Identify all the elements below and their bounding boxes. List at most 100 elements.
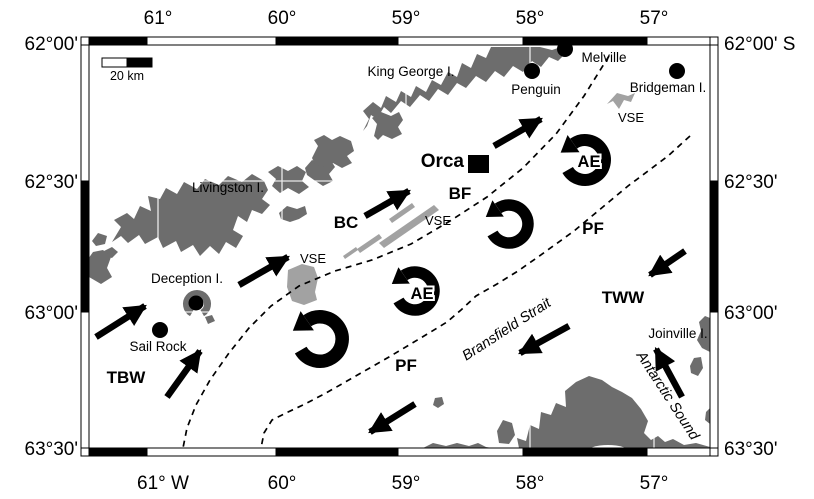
deception-dot [188, 295, 204, 311]
bf-label: BF [449, 184, 472, 203]
bridgeman-dot [669, 63, 685, 79]
pf-label-1: PF [582, 219, 604, 238]
frame-bottom-seg3 [275, 447, 399, 457]
axis-bottom-58: 58° [516, 473, 545, 494]
pf-label-2: PF [395, 356, 417, 375]
vse-label-bridgeman: VSE [618, 110, 644, 125]
scale-bar-black [126, 57, 153, 68]
tww-label: TWW [602, 288, 645, 307]
frame-left-seg2 [80, 180, 90, 313]
vse-patch-deception [287, 264, 318, 305]
axis-left-6330: 63°30' [25, 439, 79, 460]
frame-top-seg6 [646, 36, 711, 46]
deception-island-ring [183, 290, 211, 317]
axis-left-6230: 62°30' [25, 172, 79, 193]
bc-label: BC [334, 213, 359, 232]
current-arrows [94, 116, 687, 435]
graticule [89, 45, 710, 448]
scale-bar-white [101, 57, 128, 68]
joinville-island [697, 316, 710, 352]
islet-edge-lower [705, 408, 710, 424]
deception-ne-arrow [237, 254, 290, 288]
peninsula-shore-strip [423, 443, 492, 448]
frame-bottom-seg1 [88, 447, 148, 457]
point-markers [152, 41, 685, 338]
islet-peninsula-tip [497, 420, 515, 444]
livingston-label: Livingston I. [192, 180, 264, 195]
melville-dot [557, 41, 573, 57]
orca-ne-arrow [492, 116, 543, 149]
melville-label: Melville [581, 50, 626, 65]
islet-chain-3 [279, 206, 307, 222]
axis-bottom-59: 59° [392, 473, 421, 494]
antarctic-sound-arrow [653, 347, 685, 399]
peninsula-front-line [260, 135, 691, 449]
orca-label: Orca [421, 151, 465, 172]
axis-top-57: 57° [640, 8, 669, 29]
fronts [182, 55, 691, 449]
livingston-island [112, 174, 270, 256]
deception-island-tail [205, 315, 215, 324]
islet-small-mid [433, 397, 444, 408]
frame-right-seg1 [709, 44, 719, 182]
axis-top-60: 60° [268, 8, 297, 29]
frame-inner-outline [88, 44, 711, 449]
frame-top-seg1 [88, 36, 148, 46]
snow-island [84, 250, 112, 284]
frame-bottom-seg6 [646, 447, 711, 457]
penguin-label: Penguin [511, 82, 561, 97]
king-george-label: King George I. [367, 64, 454, 79]
axis-top-59: 59° [392, 8, 421, 29]
frame-bottom-seg4 [397, 447, 524, 457]
deception-label: Deception I. [151, 271, 223, 286]
vse-streak-4 [343, 247, 358, 259]
tww-arrow [648, 248, 687, 278]
ae-label-2: AE [411, 285, 434, 303]
islands [84, 47, 710, 459]
frame-bottom-seg5 [522, 447, 648, 457]
scale-bar: 20 km [101, 57, 153, 83]
sail-rock-label: Sail Rock [129, 339, 186, 354]
frame-top-seg4 [397, 36, 524, 46]
frame-top-seg2 [146, 36, 277, 46]
frame-top-seg3 [275, 36, 399, 46]
axis-labels: 61° 60° 59° 58° 57° 61° W 60° 59° 58° 57… [25, 8, 796, 494]
frame-bottom-seg2 [146, 447, 277, 457]
tbw-south-arrow [164, 349, 203, 399]
islet-joinville-south [690, 357, 703, 376]
bransfield-front-line [182, 55, 610, 449]
south-sw-arrow [368, 401, 417, 435]
tbw-label: TBW [107, 368, 147, 387]
antarctic-peninsula [517, 376, 710, 448]
axis-bottom-60: 60° [268, 473, 297, 494]
frame-corner-bl [80, 447, 90, 457]
islet-west-1 [92, 233, 107, 246]
vse-streak-3 [357, 234, 382, 253]
axis-left-6300: 63°00' [25, 303, 79, 324]
sail-rock-dot [152, 322, 168, 338]
axis-bottom-61w: 61° W [137, 473, 189, 494]
axis-right-6330: 63°30' [724, 439, 778, 460]
bridgeman-label: Bridgeman I. [630, 80, 707, 95]
islet-chain-4 [312, 135, 354, 168]
axis-left-6200: 62°00' [25, 34, 79, 55]
frame-right-seg2 [709, 180, 719, 313]
king-george-island [363, 47, 566, 131]
map-frame [80, 36, 719, 457]
feature-labels: BC BF PF PF TWW TBW AE AE VSE VSE VSE [107, 110, 646, 387]
vse-streak-1 [379, 205, 439, 248]
axis-top-58: 58° [516, 8, 545, 29]
frame-left-seg1 [80, 44, 90, 182]
vse-label-deception: VSE [300, 251, 326, 266]
frame-left-seg3 [80, 311, 90, 449]
islet-chain-1 [268, 166, 309, 194]
bc-current-arrow [363, 188, 411, 219]
joinville-label: Joinville I. [648, 326, 707, 341]
scale-bar-label: 20 km [110, 69, 144, 83]
orca-station-square [468, 155, 489, 173]
axis-top-61: 61° [144, 8, 173, 29]
frame-top-seg5 [522, 36, 648, 46]
